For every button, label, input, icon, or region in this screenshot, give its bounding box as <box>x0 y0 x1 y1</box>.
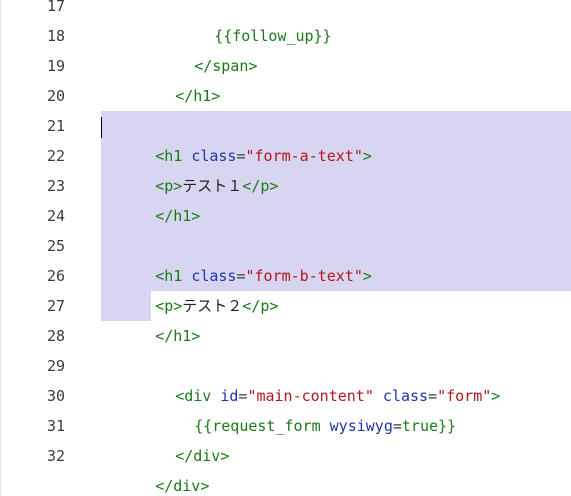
attribute-name: wysiwyg <box>329 417 393 435</box>
closing-tag: </span> <box>194 57 258 75</box>
equals-sign: = <box>392 417 402 435</box>
closing-tag: </div> <box>155 477 210 495</box>
tag-close-bracket: > <box>491 387 501 405</box>
opening-tag: <p> <box>155 177 183 195</box>
tag-close-bracket: > <box>362 267 372 285</box>
code-line[interactable]: <h1 class="form-a-text"> <box>101 111 372 165</box>
attribute-value: "form" <box>437 387 492 405</box>
line-number: 25 <box>46 237 65 255</box>
text-caret <box>101 117 102 138</box>
line-number: 30 <box>46 387 65 405</box>
line-number: 26 <box>46 267 65 285</box>
equals-sign: = <box>236 267 246 285</box>
opening-tag: <div <box>175 387 221 405</box>
line-number: 17 <box>46 0 65 15</box>
code-line-empty[interactable] <box>101 321 155 351</box>
code-line[interactable]: </h1> <box>101 171 200 225</box>
closing-tag: </h1> <box>155 327 201 345</box>
opening-tag: <h1 <box>155 267 192 285</box>
code-line[interactable]: </h1> <box>121 51 220 105</box>
code-line[interactable]: {{request_form wysiwyg=true}} <box>140 381 456 435</box>
template-expression: {{follow_up}} <box>214 27 332 45</box>
closing-tag: </p> <box>242 177 279 195</box>
attribute-name: class <box>191 147 237 165</box>
code-line[interactable]: </h1> <box>101 291 200 345</box>
attribute-name: class <box>191 267 237 285</box>
line-number: 22 <box>46 147 65 165</box>
equals-sign: = <box>238 387 248 405</box>
line-number: 29 <box>46 357 65 375</box>
text-content: テスト２ <box>182 297 243 315</box>
closing-tag: </h1> <box>175 87 221 105</box>
opening-tag: <p> <box>155 297 183 315</box>
code-line[interactable]: <p>テスト２</p> <box>101 261 278 315</box>
code-line[interactable]: <h1 class="form-b-text"> <box>101 231 372 285</box>
line-number: 18 <box>46 27 65 45</box>
code-text-area[interactable]: {{follow_up}} </span> </h1> <h1 class="f… <box>101 0 571 496</box>
selection-highlight <box>101 111 571 291</box>
equals-sign: = <box>428 387 438 405</box>
closing-tag: </h1> <box>155 207 201 225</box>
attribute-value: true <box>401 417 439 435</box>
line-number: 27 <box>46 297 65 315</box>
code-line[interactable]: <p>テスト１</p> <box>101 141 278 195</box>
line-number: 19 <box>46 57 65 75</box>
template-close: }} <box>438 417 457 435</box>
attribute-value: "main-content" <box>247 387 374 405</box>
code-line[interactable]: </div> <box>101 441 209 495</box>
line-number: 31 <box>46 417 65 435</box>
tag-close-bracket: > <box>362 147 372 165</box>
line-number-gutter: 17 18 19 20 21 22 23 24 25 26 27 28 29 3… <box>1 0 91 496</box>
attribute-value: "form-a-text" <box>245 147 363 165</box>
selection-highlight-tail <box>101 291 151 321</box>
closing-tag: </p> <box>242 297 279 315</box>
code-line[interactable]: {{follow_up}} <box>160 0 331 45</box>
attribute-name: class <box>382 387 429 405</box>
closing-tag: </div> <box>175 447 230 465</box>
line-number: 28 <box>46 327 65 345</box>
code-line-empty[interactable] <box>101 201 155 231</box>
code-line[interactable]: </div> <box>121 411 229 465</box>
line-number: 20 <box>46 87 65 105</box>
opening-tag: <h1 <box>155 147 192 165</box>
text-content: テスト１ <box>182 177 243 195</box>
attribute-value: "form-b-text" <box>245 267 363 285</box>
template-expression: {{request_form <box>194 417 330 435</box>
equals-sign: = <box>236 147 246 165</box>
line-number: 23 <box>46 177 65 195</box>
attribute-name: id <box>220 387 239 405</box>
code-line[interactable]: <div id="main-content" class="form"> <box>121 351 500 405</box>
line-number: 32 <box>46 447 65 465</box>
line-number: 24 <box>46 207 65 225</box>
line-number: 21 <box>46 117 65 135</box>
code-line-empty[interactable] <box>101 81 155 111</box>
code-line[interactable]: </span> <box>140 21 257 75</box>
